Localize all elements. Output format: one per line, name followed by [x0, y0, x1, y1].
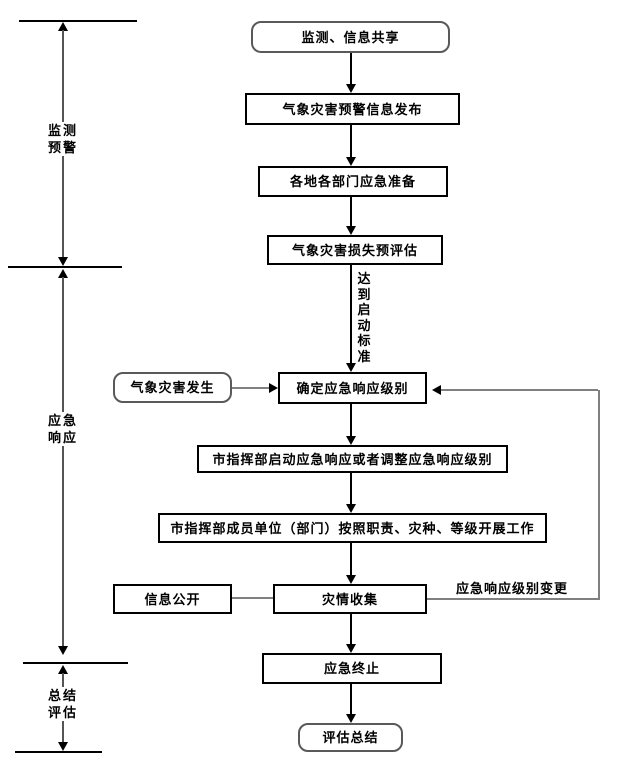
node-members-work: 市指挥部成员单位（部门）按照职责、灾种、等级开展工作 [158, 513, 547, 543]
phase-label-response: 应急 响应 [40, 412, 86, 446]
arrowhead-down-icon [58, 742, 68, 751]
arrowhead-down-icon [58, 257, 68, 266]
feedback-line-top [441, 389, 598, 391]
node-label: 评估总结 [322, 730, 379, 745]
node-emergency-end: 应急终止 [262, 653, 442, 684]
flow-line [350, 265, 352, 363]
arrowhead-up-icon [58, 269, 68, 278]
arrowhead-down-icon [346, 436, 356, 445]
arrowhead-down-icon [346, 644, 356, 653]
phase-label-summary: 总结 评估 [40, 687, 86, 721]
phase-label-line: 响应 [47, 430, 78, 445]
feedback-line-bottom [427, 598, 600, 600]
arrowhead-down-icon [346, 575, 356, 584]
arrowhead-right-icon [269, 383, 278, 393]
arrowhead-down-icon [346, 504, 356, 513]
phase-label-monitoring: 监测 预警 [40, 122, 86, 156]
flow-line [350, 53, 352, 84]
node-label: 气象灾害预警信息发布 [282, 101, 423, 117]
axis-separator-line-1 [8, 266, 122, 268]
node-label: 气象灾害损失预评估 [291, 242, 418, 258]
node-determine-level: 确定应急响应级别 [278, 372, 427, 404]
phase-label-line: 总结 [47, 688, 78, 703]
connector-line [232, 387, 269, 389]
node-warning-release: 气象灾害预警信息发布 [245, 93, 460, 125]
node-label: 信息公开 [144, 591, 201, 607]
arrowhead-down-icon [346, 363, 356, 372]
arrowhead-down-icon [58, 646, 68, 655]
flow-line [350, 404, 352, 436]
node-label: 市指挥部启动应急响应或者调整应急响应级别 [212, 451, 493, 467]
axis-separator-line-2 [23, 662, 128, 664]
node-evaluation-summary: 评估总结 [298, 723, 403, 752]
node-monitor-share: 监测、信息共享 [251, 21, 450, 53]
node-info-disclosure: 信息公开 [113, 584, 232, 614]
phase2-axis-line [62, 277, 64, 647]
node-label: 各地各部门应急准备 [289, 174, 416, 189]
node-preparation: 各地各部门应急准备 [258, 166, 448, 197]
phase-label-line: 评估 [47, 705, 78, 720]
arrowhead-up-icon [58, 665, 68, 674]
node-label: 灾情收集 [321, 591, 378, 607]
edge-label-level-change: 应急响应级别变更 [456, 581, 569, 596]
node-label: 应急终止 [323, 661, 380, 676]
feedback-line-right [598, 390, 600, 600]
node-label: 气象灾害发生 [130, 380, 215, 395]
node-label: 监测、信息共享 [301, 29, 400, 45]
flow-line [350, 473, 352, 504]
connector-line [232, 597, 273, 599]
flow-line [350, 684, 352, 714]
arrowhead-left-icon [432, 385, 441, 395]
arrowhead-down-icon [346, 84, 356, 93]
node-start-adjust-response: 市指挥部启动应急响应或者调整应急响应级别 [197, 445, 508, 473]
flow-line [350, 197, 352, 226]
arrowhead-up-icon [58, 22, 68, 31]
flow-line [350, 614, 352, 644]
node-label: 市指挥部成员单位（部门）按照职责、灾种、等级开展工作 [170, 520, 535, 536]
edge-label-activation-standard: 达到启动标准 [357, 271, 371, 364]
node-disaster-occurs: 气象灾害发生 [113, 372, 232, 403]
node-label: 确定应急响应级别 [296, 380, 409, 396]
node-loss-preassessment: 气象灾害损失预评估 [267, 235, 443, 265]
arrowhead-down-icon [346, 226, 356, 235]
node-disaster-collection: 灾情收集 [273, 584, 427, 614]
axis-top-line [19, 20, 137, 22]
arrowhead-down-icon [346, 714, 356, 723]
phase-label-line: 监测 [47, 123, 78, 138]
phase-label-line: 应急 [47, 413, 78, 428]
flow-line [350, 125, 352, 157]
flow-line [350, 543, 352, 575]
arrowhead-down-icon [346, 157, 356, 166]
phase-label-line: 预警 [47, 140, 78, 155]
axis-bottom-line [15, 751, 102, 753]
